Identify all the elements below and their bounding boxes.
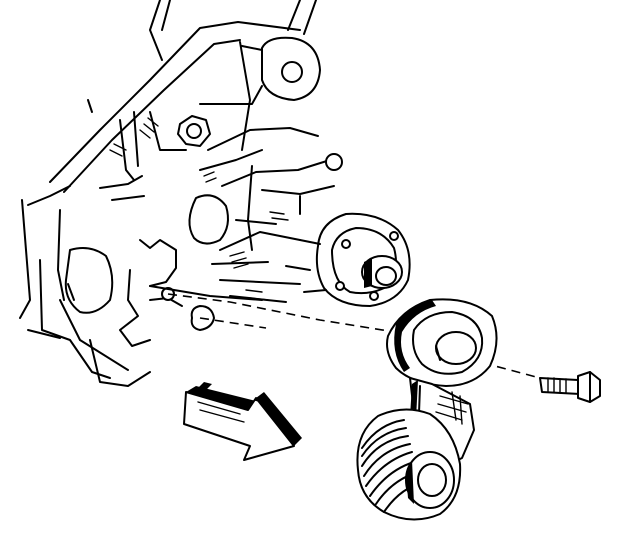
alignment-lines: [167, 293, 541, 379]
engine-bracket: [19, 0, 343, 387]
front-of-vehicle-arrow: [183, 382, 302, 461]
mount-bolt-upper: [177, 115, 211, 147]
water-pump-hub: [299, 212, 411, 307]
tensioner-pulley: [356, 408, 462, 521]
tensioner-bolt: [539, 371, 601, 403]
